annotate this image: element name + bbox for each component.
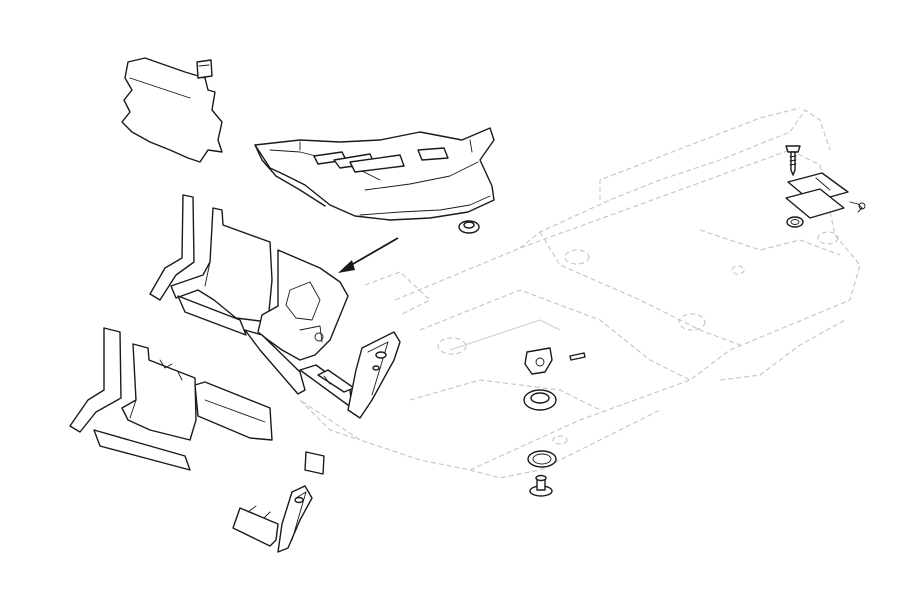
small-pad (304, 451, 325, 475)
insulation-panel-set-lower (69, 327, 273, 471)
tunnel-console-cover (254, 127, 495, 221)
insulation-panel-set-upper (149, 194, 401, 419)
callout-arrow (338, 237, 399, 273)
insulation-pad-top (121, 57, 223, 163)
grommet (458, 220, 480, 234)
ghost-vehicle-floor (299, 107, 861, 479)
center-hardware (523, 347, 586, 497)
access-cover-hardware (785, 145, 866, 228)
bottom-bracket-pieces (232, 485, 313, 553)
